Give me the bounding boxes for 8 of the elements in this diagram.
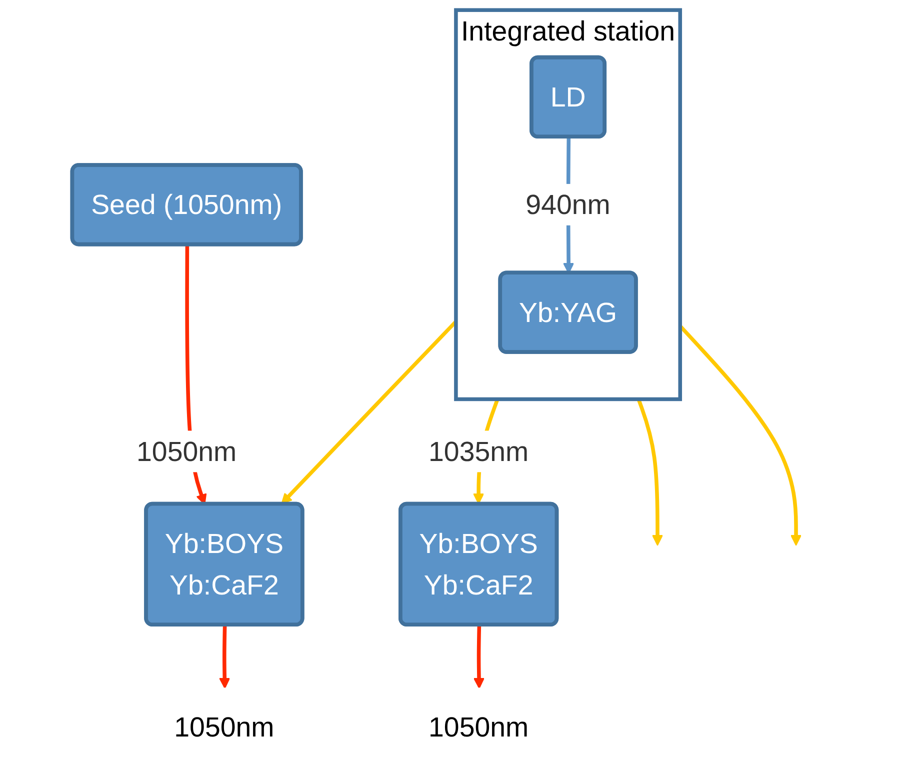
edge-label: 1050nm [136, 436, 237, 468]
arrow [473, 625, 485, 689]
arrow [219, 625, 230, 689]
node-text: 1050nm [174, 712, 274, 743]
edge-label: 1035nm [428, 436, 529, 468]
node-text: 1050nm [428, 712, 529, 743]
arrow [636, 398, 664, 546]
edge-label: 940nm [526, 188, 610, 220]
